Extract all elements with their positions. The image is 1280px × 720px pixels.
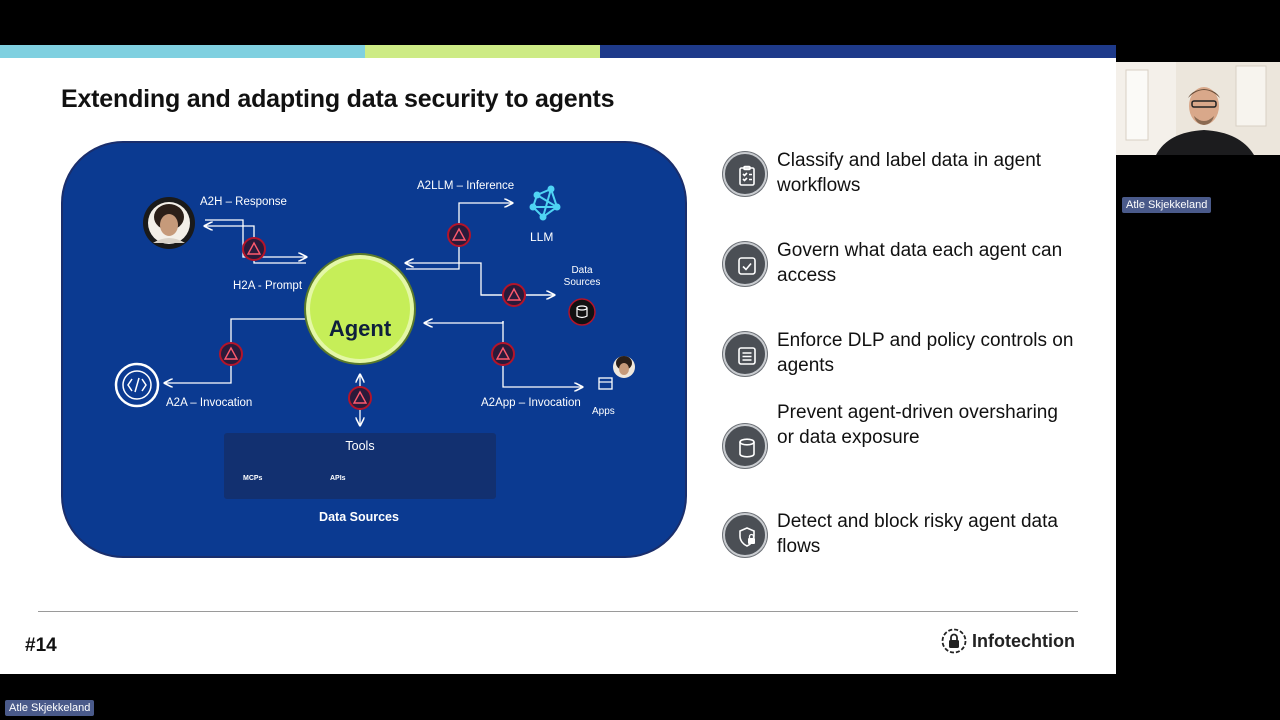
apps-icon xyxy=(599,356,635,389)
clipboard-check-icon xyxy=(723,152,767,196)
checkbox-icon xyxy=(723,242,767,286)
llm-network-icon xyxy=(531,187,560,220)
human-avatar-icon xyxy=(143,197,195,249)
database-icon xyxy=(723,424,767,468)
accent-bar-navy xyxy=(600,45,1116,58)
llm-label: LLM xyxy=(530,230,553,244)
tools-title: Tools xyxy=(224,439,496,453)
h2a-prompt-label: H2A - Prompt xyxy=(233,280,302,292)
presentation-slide: Extending and adapting data security to … xyxy=(0,45,1116,674)
participant-video-tile[interactable] xyxy=(1116,62,1280,155)
lock-logo-icon xyxy=(941,628,967,654)
a2a-agent-icon xyxy=(116,364,158,406)
apps-label: Apps xyxy=(592,406,615,417)
slide-number: #14 xyxy=(25,635,57,657)
self-name-tag: Atle Skjekkeland xyxy=(5,700,94,716)
agent-node xyxy=(306,255,414,363)
data-sources-top-label: Data Sources xyxy=(559,265,605,289)
accent-bar-lime xyxy=(365,45,600,58)
footer-divider xyxy=(38,611,1078,612)
bullet-text: Govern what data each agent can access xyxy=(777,238,1077,288)
apis-label: APIs xyxy=(330,475,346,482)
bullet-text: Classify and label data in agent workflo… xyxy=(777,148,1077,198)
shield-lock-icon xyxy=(723,513,767,557)
bullet-text: Detect and block risky agent data flows xyxy=(777,509,1077,559)
bullet-text: Prevent agent-driven oversharing or data… xyxy=(777,400,1077,450)
a2a-invocation-label: A2A – Invocation xyxy=(166,397,252,409)
mcps-label: MCPs xyxy=(243,475,262,482)
brand-logo: Infotechtion xyxy=(941,628,967,654)
webcam-name-tag: Atle Skjekkeland xyxy=(1122,197,1211,213)
agent-data-flow-diagram: Agent A2H – Response H2A - Prompt A2LLM … xyxy=(61,141,687,558)
a2app-invocation-label: A2App – Invocation xyxy=(481,397,581,409)
slide-title: Extending and adapting data security to … xyxy=(61,85,614,114)
document-lines-icon xyxy=(723,332,767,376)
bullet-text: Enforce DLP and policy controls on agent… xyxy=(777,328,1077,378)
brand-name: Infotechtion xyxy=(972,631,1075,652)
participant-video-frame xyxy=(1116,62,1280,155)
database-icon xyxy=(569,299,595,325)
a2h-response-label: A2H – Response xyxy=(200,196,287,208)
data-sources-bottom-label: Data Sources xyxy=(263,510,455,524)
accent-bar-cyan xyxy=(0,45,365,58)
agent-label: Agent xyxy=(306,316,414,342)
a2llm-inference-label: A2LLM – Inference xyxy=(417,180,514,192)
